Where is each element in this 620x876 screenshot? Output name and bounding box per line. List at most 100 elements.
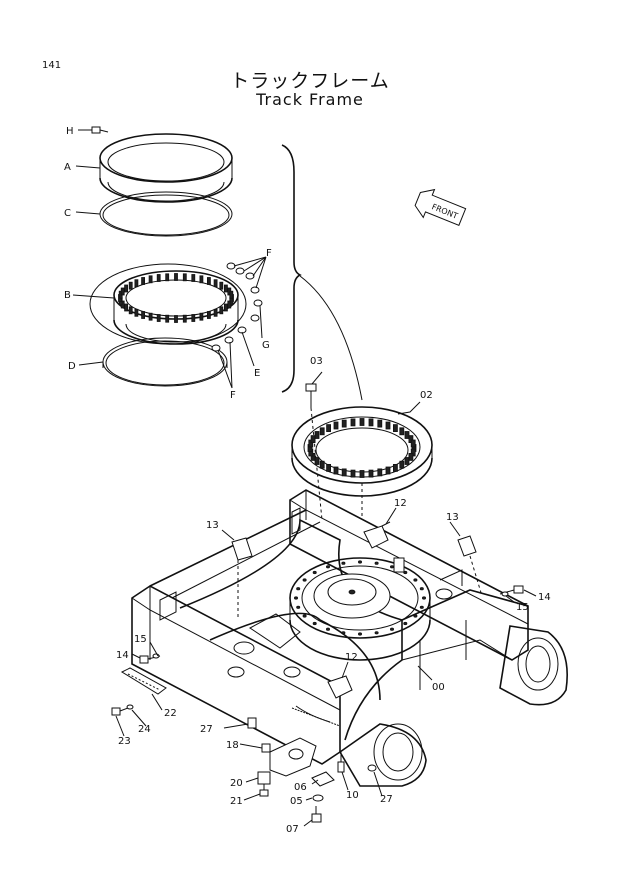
turntable-bolt-hole xyxy=(389,627,394,631)
turntable-bolt-hole xyxy=(325,627,330,631)
swing-bearing-02 xyxy=(291,406,433,520)
track-guide-12-upper xyxy=(363,521,391,549)
bearing-tooth xyxy=(341,419,347,428)
seal-d xyxy=(102,337,228,387)
cage-roller xyxy=(148,275,153,284)
bearing-tooth xyxy=(399,460,405,469)
cage-roller xyxy=(156,314,161,322)
turntable-bolt-hole xyxy=(341,561,346,565)
cage-roller xyxy=(206,277,211,285)
callout-f-upper: F xyxy=(266,248,272,259)
turntable-bolt-hole xyxy=(296,587,301,591)
bearing-tooth xyxy=(399,427,405,436)
support-18 xyxy=(261,737,317,777)
callout-24: 24 xyxy=(138,724,151,735)
callout-23: 23 xyxy=(118,736,131,747)
cage-roller xyxy=(199,312,204,321)
callout-d: D xyxy=(68,361,76,372)
cage-roller xyxy=(229,290,234,299)
callout-03: 03 xyxy=(310,356,323,367)
bearing-tooth xyxy=(392,424,398,433)
cage-roller xyxy=(182,273,187,282)
turntable-bolt-hole xyxy=(413,578,418,582)
bolt-14-right xyxy=(499,585,524,597)
bearing-tooth xyxy=(410,439,416,448)
bolt-07 xyxy=(311,806,322,823)
bearing-tooth xyxy=(408,452,414,461)
bearing-tooth xyxy=(319,460,325,469)
cage-roller xyxy=(141,311,146,319)
turntable-bolt-hole xyxy=(341,631,346,635)
cage-roller xyxy=(128,306,133,315)
plug-27-right xyxy=(367,764,377,772)
cage-roller xyxy=(134,279,139,288)
cage-roller xyxy=(213,308,218,317)
cage-roller xyxy=(227,300,232,309)
callout-14-right: 14 xyxy=(538,592,551,603)
bearing-outer-race-a xyxy=(99,133,233,203)
title-english: Track Frame xyxy=(256,90,364,109)
bracket-13-left xyxy=(231,537,253,620)
cage-roller xyxy=(156,274,161,282)
group-leader xyxy=(299,275,363,401)
leader-lines-upper xyxy=(72,129,267,389)
plate-06 xyxy=(311,771,335,787)
bearing-tooth xyxy=(350,469,356,478)
bearing-tooth xyxy=(359,470,365,478)
callout-15-left: 15 xyxy=(134,634,147,645)
turntable-bolt-hole xyxy=(357,632,362,636)
callout-15-right: 15 xyxy=(516,602,529,613)
bearing-tooth xyxy=(310,435,316,444)
callout-12-lower: 12 xyxy=(345,652,358,663)
turntable-bolt-hole xyxy=(296,605,301,609)
bolt-h xyxy=(91,126,109,134)
cage-roller xyxy=(165,273,170,282)
turntable-bolt-hole xyxy=(389,565,394,569)
turntable-bolt-hole xyxy=(293,596,298,600)
track-guide-12-lower xyxy=(327,675,353,699)
callout-22: 22 xyxy=(164,708,177,719)
cage-roller xyxy=(199,275,204,284)
turntable-bolt-hole xyxy=(312,570,317,575)
bearing-tooth xyxy=(314,457,320,465)
plug-27-left xyxy=(247,717,257,729)
cage-roller xyxy=(120,287,125,296)
callout-f-lower: F xyxy=(230,390,236,401)
title-japanese: トラックフレーム xyxy=(230,70,390,92)
bearing-tooth xyxy=(404,457,410,465)
bearing-tooth xyxy=(341,468,347,477)
pin-10 xyxy=(337,752,345,773)
bearing-tooth xyxy=(359,418,365,426)
callout-18: 18 xyxy=(226,740,239,751)
cage-roller xyxy=(223,284,228,293)
cage-roller xyxy=(182,314,187,323)
bearing-tooth xyxy=(404,431,410,439)
callout-27-right: 27 xyxy=(380,794,393,805)
bolt-21 xyxy=(259,784,269,797)
bearing-tooth xyxy=(377,468,383,477)
washer-05 xyxy=(312,794,324,802)
bearing-tooth xyxy=(385,466,391,475)
callout-13-right: 13 xyxy=(446,512,459,523)
cage-roller xyxy=(219,306,224,315)
group-bracket xyxy=(281,144,302,393)
callout-05: 05 xyxy=(290,796,303,807)
bolt-23 xyxy=(111,704,134,716)
leader-lines-lower xyxy=(115,371,537,827)
cage-roller xyxy=(128,281,133,290)
bearing-tooth xyxy=(314,431,320,439)
cage-roller xyxy=(165,314,170,323)
turntable-bolt-hole xyxy=(312,621,317,626)
callout-06: 06 xyxy=(294,782,307,793)
cage-roller xyxy=(124,303,128,312)
page-number: 141 xyxy=(42,60,62,71)
track-rail xyxy=(291,707,341,727)
cage-roller xyxy=(206,311,211,319)
cage-roller xyxy=(174,273,178,281)
cage-roller xyxy=(174,315,178,323)
bearing-tooth xyxy=(392,463,398,472)
cage-roller xyxy=(141,277,146,285)
turntable-bolt-hole xyxy=(302,578,307,582)
cage-roller xyxy=(219,281,224,290)
